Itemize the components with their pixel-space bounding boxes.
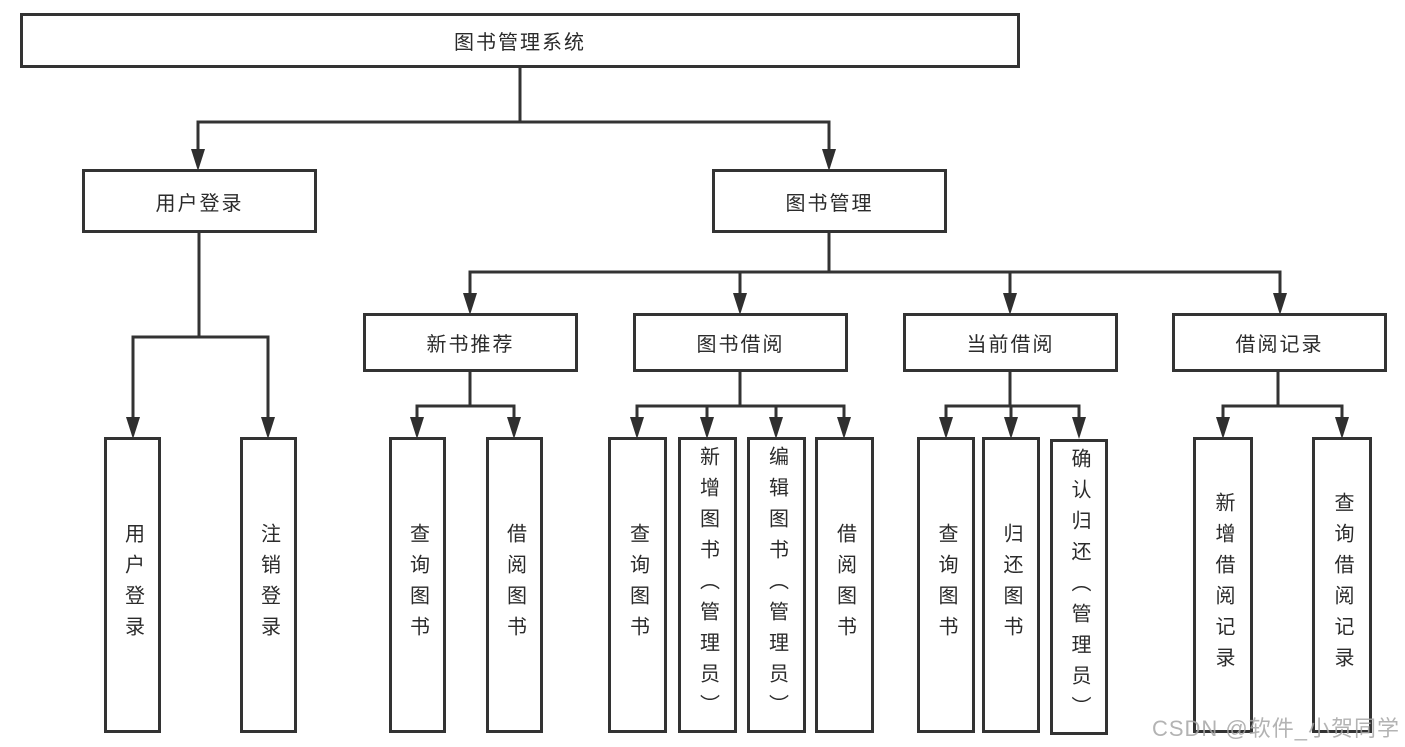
leaf-borrow-books-1-label: 借阅图书 <box>503 523 526 647</box>
watermark: CSDN @软件_小贺同学 <box>1151 716 1400 741</box>
node-current-borrow-label: 当前借阅 <box>966 334 1055 356</box>
node-borrow-records: 借阅记录 <box>1172 313 1387 372</box>
node-book-management: 图书管理 <box>712 169 947 233</box>
node-user-login: 用户登录 <box>82 169 317 233</box>
leaf-query-books-2: 查询图书 <box>608 437 667 733</box>
leaf-logout-label: 注销登录 <box>257 523 280 647</box>
node-new-book-recommend-label: 新书推荐 <box>426 334 515 356</box>
node-new-book-recommend: 新书推荐 <box>363 313 578 372</box>
leaf-edit-books-admin: 编辑图书（管理员） <box>747 437 806 733</box>
leaf-user-login: 用户登录 <box>104 437 161 733</box>
leaf-query-borrow-record-label: 查询借阅记录 <box>1331 492 1353 678</box>
node-current-borrow: 当前借阅 <box>903 313 1118 372</box>
leaf-return-books-label: 归还图书 <box>1000 523 1022 647</box>
leaf-query-books-2-label: 查询图书 <box>626 523 649 647</box>
leaf-query-books-3-label: 查询图书 <box>935 523 957 647</box>
leaf-borrow-books-2-label: 借阅图书 <box>833 523 856 647</box>
node-book-borrow: 图书借阅 <box>633 313 848 372</box>
leaf-confirm-return-admin: 确认归还（管理员） <box>1050 439 1108 735</box>
leaf-add-borrow-record-label: 新增借阅记录 <box>1212 492 1234 678</box>
leaf-edit-books-admin-label: 编辑图书（管理员） <box>765 445 788 725</box>
leaf-add-books-admin-label: 新增图书（管理员） <box>696 445 719 725</box>
leaf-logout: 注销登录 <box>240 437 297 733</box>
leaf-return-books: 归还图书 <box>982 437 1040 733</box>
node-book-borrow-label: 图书借阅 <box>696 334 785 356</box>
leaf-add-borrow-record: 新增借阅记录 <box>1193 437 1253 733</box>
leaf-query-borrow-record: 查询借阅记录 <box>1312 437 1372 733</box>
leaf-confirm-return-admin-label: 确认归还（管理员） <box>1068 447 1090 727</box>
leaf-borrow-books-2: 借阅图书 <box>815 437 874 733</box>
leaf-query-books-3: 查询图书 <box>917 437 975 733</box>
node-library-system-label: 图书管理系统 <box>454 32 586 54</box>
node-book-management-label: 图书管理 <box>785 192 874 215</box>
leaf-user-login-label: 用户登录 <box>121 523 144 647</box>
leaf-borrow-books-1: 借阅图书 <box>486 437 543 733</box>
leaf-add-books-admin: 新增图书（管理员） <box>678 437 737 733</box>
leaf-query-books-1-label: 查询图书 <box>406 523 429 647</box>
node-library-system: 图书管理系统 <box>20 13 1020 68</box>
leaf-query-books-1: 查询图书 <box>389 437 446 733</box>
node-user-login-label: 用户登录 <box>155 192 244 215</box>
node-borrow-records-label: 借阅记录 <box>1235 334 1324 356</box>
